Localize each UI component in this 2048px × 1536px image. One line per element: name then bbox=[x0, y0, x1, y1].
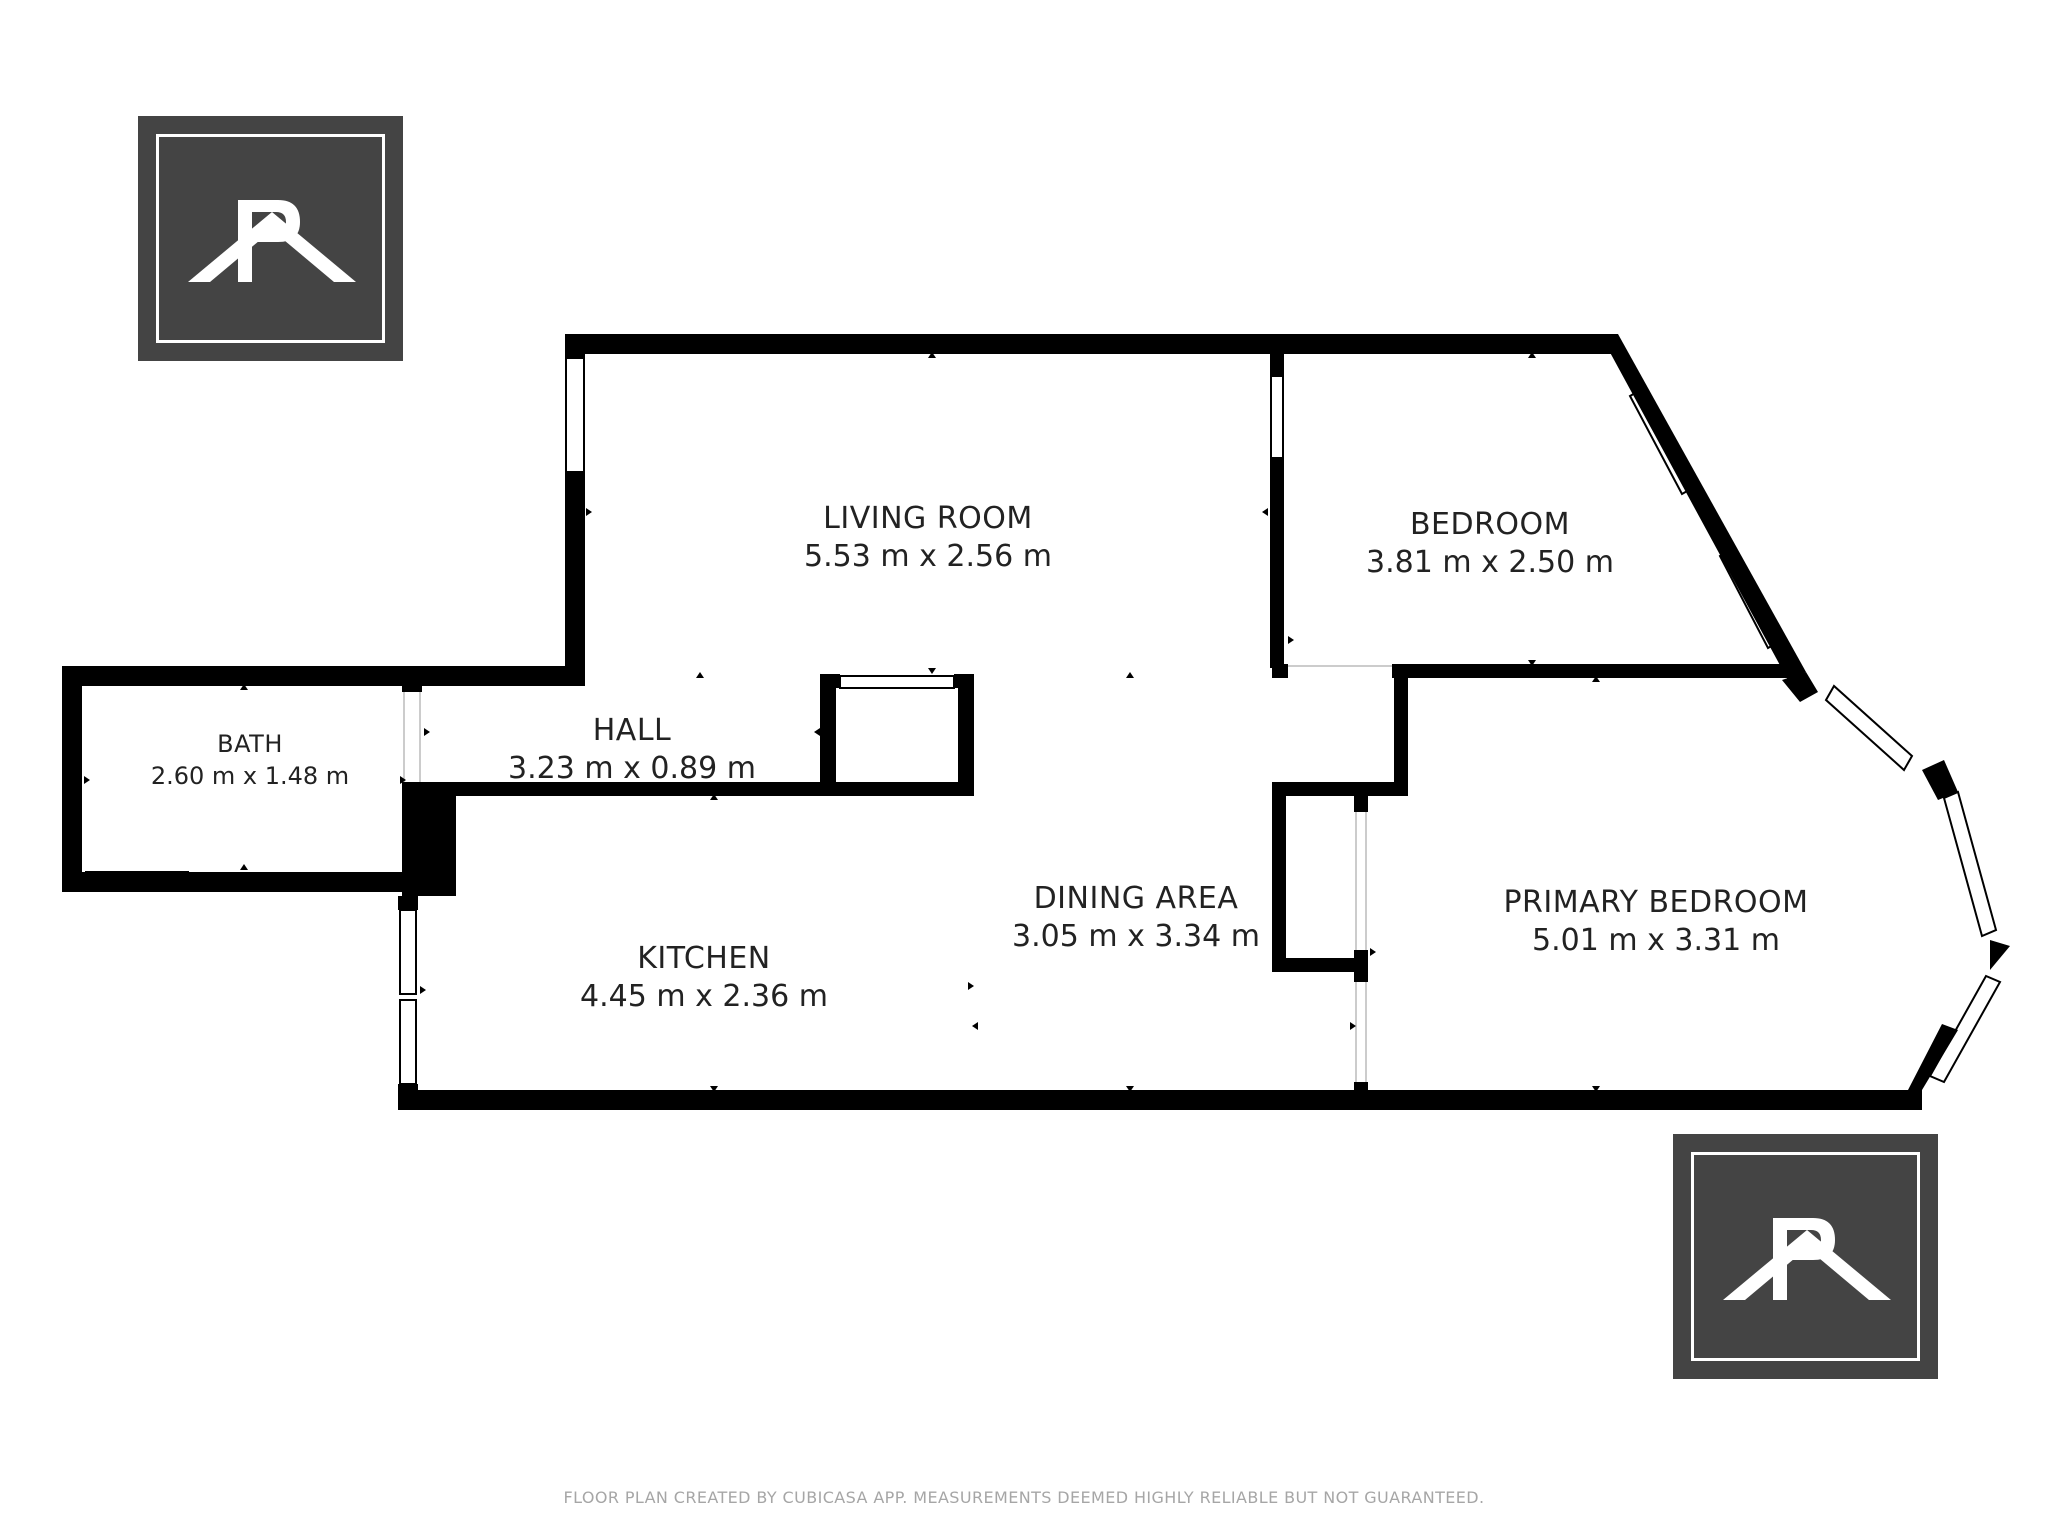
room-dimensions: 2.60 m x 1.48 m bbox=[150, 762, 350, 790]
room-dimensions: 3.23 m x 0.89 m bbox=[508, 751, 756, 786]
room-dimensions: 3.05 m x 3.34 m bbox=[1012, 919, 1260, 954]
logo-frame bbox=[156, 134, 385, 343]
room-name: KITCHEN bbox=[637, 941, 771, 976]
room-label-dining-area: DINING AREA 3.05 m x 3.34 m bbox=[1012, 880, 1260, 956]
room-name: PRIMARY BEDROOM bbox=[1503, 885, 1809, 920]
room-name: BEDROOM bbox=[1409, 507, 1571, 542]
logo-bottom-right bbox=[1673, 1134, 1938, 1379]
footer-disclaimer: FLOOR PLAN CREATED BY CUBICASA APP. MEAS… bbox=[563, 1488, 1485, 1507]
room-label-bath: BATH 2.60 m x 1.48 m bbox=[151, 728, 349, 792]
room-dimensions: 5.53 m x 2.56 m bbox=[804, 539, 1052, 574]
room-label-hall: HALL 3.23 m x 0.89 m bbox=[508, 712, 756, 788]
logo-top-left bbox=[138, 116, 403, 361]
room-name: BATH bbox=[217, 730, 283, 758]
walls bbox=[62, 334, 2010, 1110]
room-dimensions: 5.01 m x 3.31 m bbox=[1532, 923, 1780, 958]
room-label-primary-bedroom: PRIMARY BEDROOM 5.01 m x 3.31 m bbox=[1503, 884, 1808, 960]
roof-monogram-icon bbox=[188, 200, 356, 282]
openings bbox=[403, 665, 1392, 1082]
room-dimensions: 3.81 m x 2.50 m bbox=[1366, 545, 1614, 580]
room-label-living-room: LIVING ROOM 5.53 m x 2.56 m bbox=[804, 500, 1052, 576]
room-name: HALL bbox=[592, 713, 672, 748]
dimension-markers bbox=[84, 352, 1600, 1092]
room-dimensions: 4.45 m x 2.36 m bbox=[580, 979, 828, 1014]
roof-monogram-icon bbox=[1723, 1218, 1891, 1300]
room-name: DINING AREA bbox=[1033, 881, 1239, 916]
room-label-kitchen: KITCHEN 4.45 m x 2.36 m bbox=[580, 940, 828, 1016]
windows bbox=[85, 357, 2002, 1085]
room-name: LIVING ROOM bbox=[823, 501, 1033, 536]
logo-frame bbox=[1691, 1152, 1920, 1361]
room-label-bedroom: BEDROOM 3.81 m x 2.50 m bbox=[1366, 506, 1614, 582]
